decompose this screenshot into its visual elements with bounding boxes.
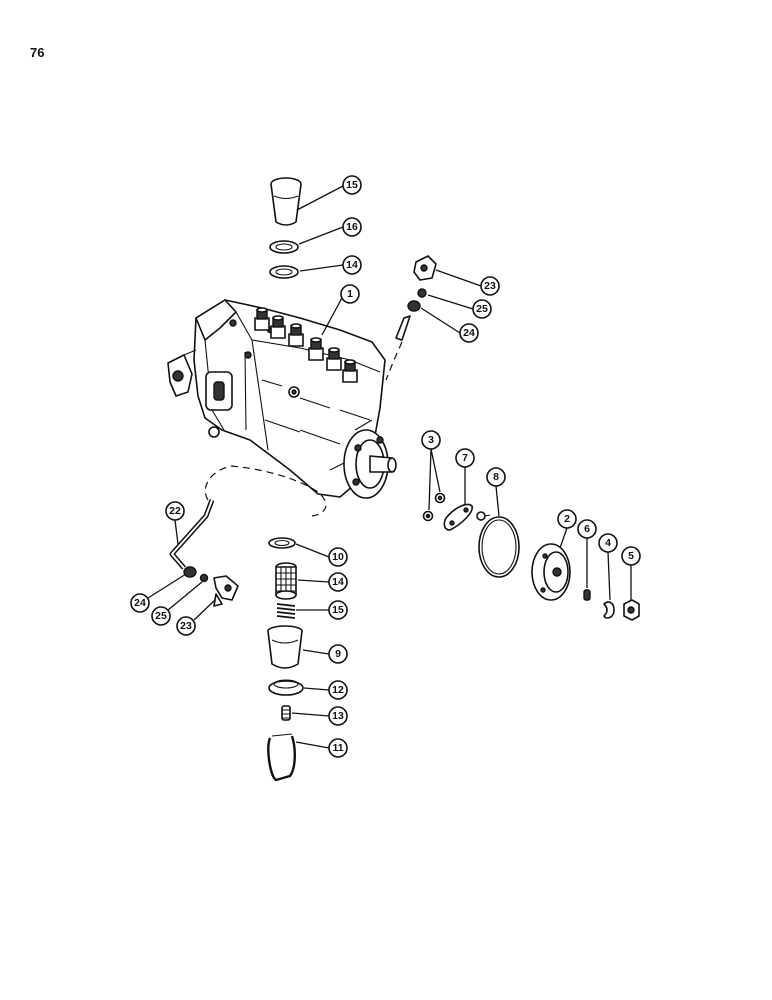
callout-label: 25 [476, 303, 488, 315]
callout-bubble-11: 11 [328, 738, 348, 758]
fuel-pipe-part-22 [169, 499, 215, 570]
plate-part-7 [443, 503, 491, 531]
screw-part-13 [281, 705, 291, 721]
callout-label: 3 [428, 434, 434, 446]
callout-label: 6 [584, 523, 590, 535]
callout-bubble-12: 12 [328, 680, 348, 700]
sleeve-part-24-upper [395, 300, 421, 341]
nut-part-3 [422, 492, 446, 522]
callout-label: 5 [628, 550, 634, 562]
fitting-route [385, 341, 403, 381]
callout-label: 23 [484, 280, 496, 292]
callout-bubble-7: 7 [455, 448, 475, 468]
callout-label: 2 [564, 513, 570, 525]
filter-element-part-14 [275, 562, 297, 600]
nut-part-25-lower [199, 573, 209, 583]
key-part-6 [583, 589, 591, 601]
washer-part-18 [269, 240, 299, 254]
callout-label: 15 [332, 604, 344, 616]
callout-label: 13 [332, 710, 344, 722]
leader-lines [147, 185, 632, 749]
callout-label: 24 [463, 327, 475, 339]
spring-part-15 [276, 603, 296, 619]
callout-bubble-18: 16 [342, 217, 362, 237]
callout-bubble-15: 15 [328, 600, 348, 620]
callout-bubble-6: 6 [577, 519, 597, 539]
callout-bubble-4: 4 [598, 533, 618, 553]
callout-bubble-9: 9 [328, 644, 348, 664]
callout-label: 24 [134, 597, 146, 609]
sleeve-part-24-lower [183, 566, 197, 578]
callout-label: 14 [346, 259, 358, 271]
callout-label: 22 [169, 505, 181, 517]
nut-part-5 [623, 599, 640, 621]
callout-bubble-14: 14 [328, 572, 348, 592]
drive-flange [343, 429, 397, 499]
callout-bubble-17: 15 [342, 175, 362, 195]
callout-bubble-3: 3 [421, 430, 441, 450]
callout-label: 23 [180, 620, 192, 632]
callout-bubble-22: 22 [165, 501, 185, 521]
callout-bubble-2: 2 [557, 509, 577, 529]
fuel-line-route [204, 465, 327, 517]
bowl-part-9 [267, 625, 303, 669]
callout-bubble-5: 5 [621, 546, 641, 566]
bail-part-11 [267, 733, 296, 782]
callout-label: 8 [493, 471, 499, 483]
callout-bubble-24-upper: 24 [459, 323, 479, 343]
callout-bubble-23-lower: 23 [176, 616, 196, 636]
callout-label: 11 [332, 742, 343, 754]
callout-bubble-16: 14 [342, 255, 362, 275]
retaining-ring-part-12 [268, 679, 304, 696]
filter-cap-part-17 [270, 177, 302, 226]
callout-bubble-10: 10 [328, 547, 348, 567]
callout-label: 4 [605, 537, 611, 549]
callout-label: 25 [155, 610, 167, 622]
callout-label: 14 [332, 576, 344, 588]
callout-bubble-24-lower: 24 [130, 593, 150, 613]
callout-bubble-25-lower: 25 [151, 606, 171, 626]
o-ring-part-8 [478, 516, 520, 578]
callout-label: 7 [462, 452, 468, 464]
callout-bubble-1: 1 [340, 284, 360, 304]
gasket-part-10 [268, 537, 296, 549]
callout-bubble-8: 8 [486, 467, 506, 487]
delivery-valve-outlets [254, 307, 358, 383]
callout-label: 1 [347, 288, 353, 300]
lock-washer-part-4 [603, 601, 615, 619]
callout-label: 9 [335, 648, 341, 660]
callout-label: 10 [332, 551, 344, 563]
callout-bubble-23-upper: 23 [480, 276, 500, 296]
nut-part-25-upper [417, 288, 427, 298]
callout-label: 15 [346, 179, 358, 191]
elbow-fitting-part-23-lower [213, 575, 239, 607]
page-number: 76 [30, 45, 44, 60]
elbow-fitting-part-23-upper [413, 255, 437, 281]
washer-part-16 [269, 265, 299, 279]
callout-label: 16 [346, 221, 358, 233]
drive-hub-part-2 [531, 543, 571, 601]
callout-label: 12 [332, 684, 344, 696]
callout-bubble-25-upper: 25 [472, 299, 492, 319]
callout-bubble-13: 13 [328, 706, 348, 726]
